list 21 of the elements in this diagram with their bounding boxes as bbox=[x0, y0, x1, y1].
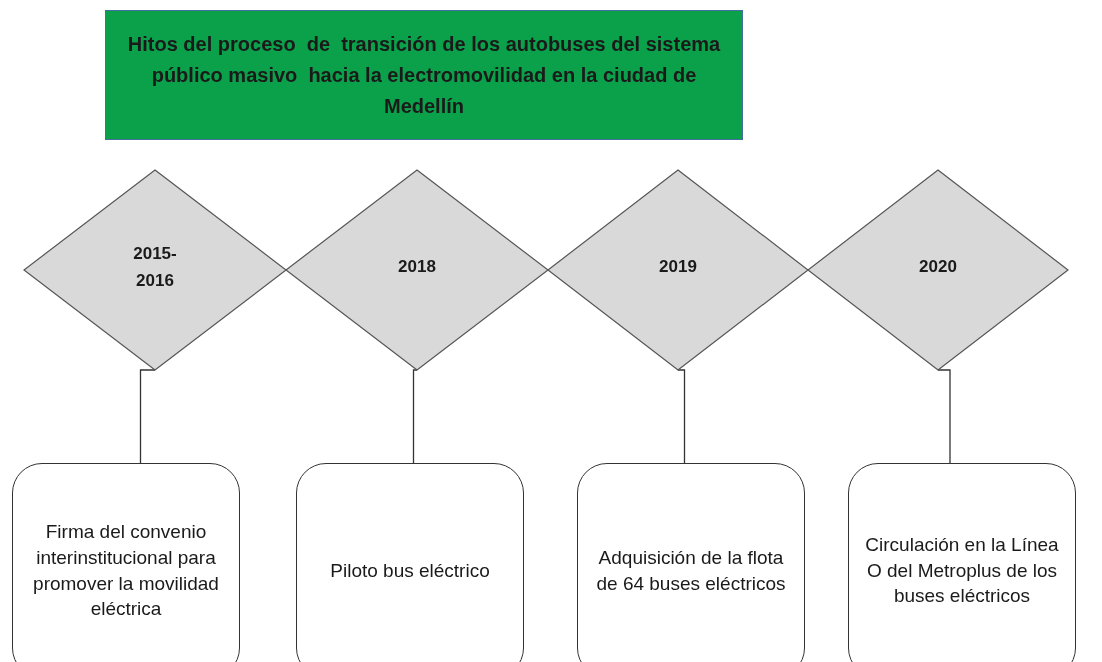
milestone-card bbox=[12, 463, 240, 662]
milestone-description: Firma del convenio interinstitucional para promover la movilidad eléctrica bbox=[32, 519, 220, 622]
milestone-description: Adquisición de la flota de 64 buses eléctricos bbox=[595, 545, 787, 596]
milestone-diamond bbox=[548, 170, 808, 370]
milestone-diamond bbox=[24, 170, 286, 370]
milestone-card bbox=[577, 463, 805, 662]
milestone-card bbox=[848, 463, 1076, 662]
connector-line bbox=[412, 369, 418, 464]
milestone-diamond bbox=[286, 170, 548, 370]
year-label: 2019 bbox=[658, 256, 698, 279]
title-banner: Hitos del proceso de transición de los autobuses del sistema público masivo hacia la electromovilidad en la ciudad de Medellín bbox=[105, 10, 743, 140]
milestone-diamond bbox=[808, 170, 1068, 370]
milestone-description: Circulación en la Línea O del Metroplus de los buses eléctricos bbox=[864, 532, 1060, 609]
year-label: 2020 bbox=[918, 256, 958, 279]
connector-line bbox=[139, 369, 156, 464]
year-label: 2015- 2016 bbox=[132, 242, 178, 292]
connector-line bbox=[937, 369, 951, 464]
connector-line bbox=[677, 369, 686, 464]
milestone-card bbox=[296, 463, 524, 662]
milestone-description: Piloto bus eléctrico bbox=[330, 558, 490, 583]
year-label: 2018 bbox=[397, 256, 437, 279]
